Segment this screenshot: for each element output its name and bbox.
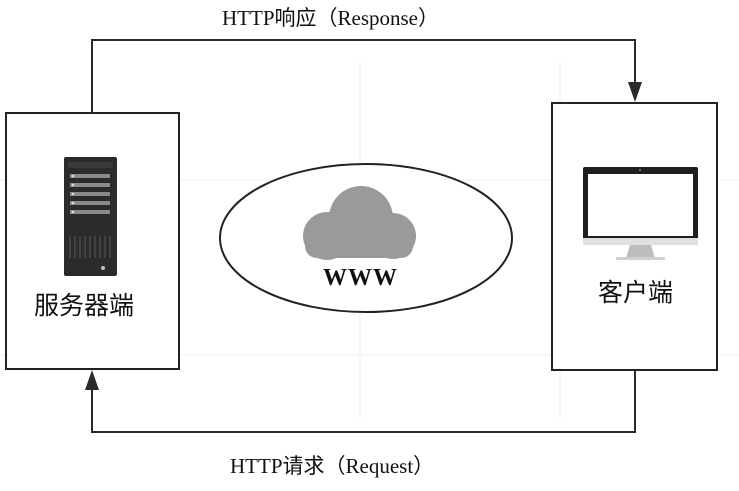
server-label: 服务器端 [34, 291, 135, 320]
response-connector [91, 39, 636, 113]
response-label: HTTP响应（Response） [222, 6, 439, 30]
cloud-icon [303, 186, 416, 260]
request-connector [91, 370, 636, 433]
monitor-icon [583, 167, 698, 260]
www-label: WWW [323, 265, 398, 291]
request-arrowhead [85, 370, 99, 390]
response-arrowhead [628, 82, 642, 102]
request-label: HTTP请求（Request） [230, 454, 435, 478]
server-rack-icon [64, 157, 117, 276]
client-label: 客户端 [598, 278, 674, 307]
